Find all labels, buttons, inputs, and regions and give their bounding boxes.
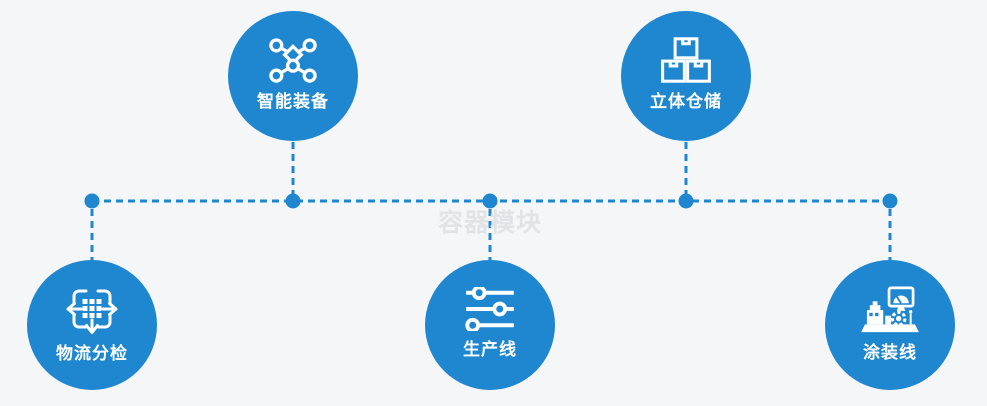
node-smart-equipment: 智能装备 [228,11,358,141]
node-label: 生产线 [463,340,517,360]
junction-dot [285,193,301,209]
junction-dot [84,193,100,209]
node-stereo-warehouse: 立体仓储 [621,11,751,141]
stacked-boxes-icon [661,37,711,83]
node-label: 立体仓储 [650,92,722,112]
sorting-grid-arrows-icon [66,289,118,334]
machine-monitor-icon [861,286,919,333]
node-painting-line: 涂装线 [825,260,955,390]
node-logistics-sorting: 物流分检 [27,260,157,390]
node-production-line: 生产线 [425,260,555,390]
junction-dot [482,193,498,209]
node-label: 物流分检 [56,344,128,364]
node-label: 智能装备 [257,92,329,112]
junction-dot [882,193,898,209]
sliders-icon [465,287,514,331]
network-nodes-icon [269,38,317,83]
node-label: 涂装线 [863,343,917,363]
junction-dot [678,193,694,209]
